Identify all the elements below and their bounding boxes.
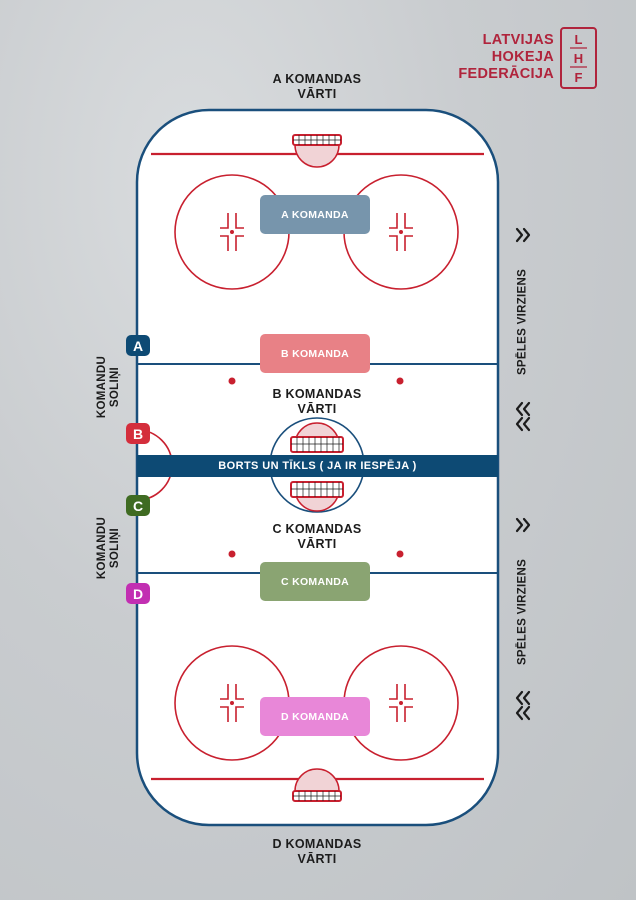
zone-a-komanda: A KOMANDA xyxy=(260,195,370,234)
goal-label-d-line2: VĀRTI xyxy=(297,852,337,866)
goal-net-icon xyxy=(290,422,344,453)
goal-label-d: D KOMANDAS VĀRTI xyxy=(237,837,397,867)
bench-b-badge: B xyxy=(126,423,150,444)
direction-label-lower: SPĒLES VIRZIENS xyxy=(516,558,529,666)
goal-label-a-line2: VĀRTI xyxy=(297,87,337,101)
goal-label-a-line1: A KOMANDAS xyxy=(272,72,362,86)
faceoff-crosshair-icon xyxy=(389,684,413,722)
svg-text:L: L xyxy=(575,32,583,47)
bench-c-badge: C xyxy=(126,495,150,516)
goal-label-a: A KOMANDAS VĀRTI xyxy=(237,72,397,102)
bench-label-lower-line2: SOLIŅI xyxy=(109,527,121,569)
faceoff-crosshair-icon xyxy=(220,684,244,722)
bench-label-upper-line1: KOMANDU xyxy=(96,355,108,419)
bench-label-lower-line1: KOMANDU xyxy=(96,516,108,580)
goal-label-b: B KOMANDAS VĀRTI xyxy=(237,387,397,417)
svg-text:H: H xyxy=(574,51,583,66)
federation-name-line2: HOKEJA xyxy=(491,49,554,65)
goal-label-b-line1: B KOMANDAS xyxy=(272,387,362,401)
zone-b-komanda: B KOMANDA xyxy=(260,334,370,373)
chevron-icon xyxy=(515,416,531,432)
federation-logo-mark: L H F xyxy=(560,27,597,89)
bench-d-badge: D xyxy=(126,583,150,604)
center-divider-banner: BORTS UN TĪKLS ( JA IR IESPĒJA ) xyxy=(137,455,498,477)
bench-a-badge: A xyxy=(126,335,150,356)
chevron-icon xyxy=(515,227,531,243)
goal-label-c: C KOMANDAS VĀRTI xyxy=(237,522,397,552)
faceoff-dot xyxy=(396,377,404,385)
federation-name-line3: FEDERĀCIJA xyxy=(458,66,554,82)
bench-label-upper-line2: SOLIŅI xyxy=(109,366,121,408)
federation-name-line1: LATVIJAS xyxy=(482,32,554,48)
zone-c-komanda: C KOMANDA xyxy=(260,562,370,601)
chevron-icon xyxy=(515,690,531,706)
goal-label-c-line2: VĀRTI xyxy=(297,537,337,551)
bench-label-lower: KOMANDU SOLIŅI xyxy=(96,517,122,579)
goal-label-b-line2: VĀRTI xyxy=(297,402,337,416)
faceoff-crosshair-icon xyxy=(389,213,413,251)
faceoff-dot xyxy=(228,377,236,385)
direction-label-upper: SPĒLES VIRZIENS xyxy=(516,268,529,376)
goal-label-d-line1: D KOMANDAS xyxy=(272,837,362,851)
chevron-icon xyxy=(515,705,531,721)
goal-net-icon xyxy=(292,768,342,802)
goal-net-icon xyxy=(290,481,344,512)
svg-text:F: F xyxy=(575,70,583,85)
goal-label-c-line1: C KOMANDAS xyxy=(272,522,362,536)
zone-d-komanda: D KOMANDA xyxy=(260,697,370,736)
faceoff-dot xyxy=(396,550,404,558)
federation-name: LATVIJAS HOKEJA FEDERĀCIJA xyxy=(394,32,554,83)
chevron-icon xyxy=(515,401,531,417)
bench-label-upper: KOMANDU SOLIŅI xyxy=(96,356,122,418)
chevron-icon xyxy=(515,517,531,533)
faceoff-dot xyxy=(228,550,236,558)
faceoff-crosshair-icon xyxy=(220,213,244,251)
goal-net-icon xyxy=(292,134,342,168)
